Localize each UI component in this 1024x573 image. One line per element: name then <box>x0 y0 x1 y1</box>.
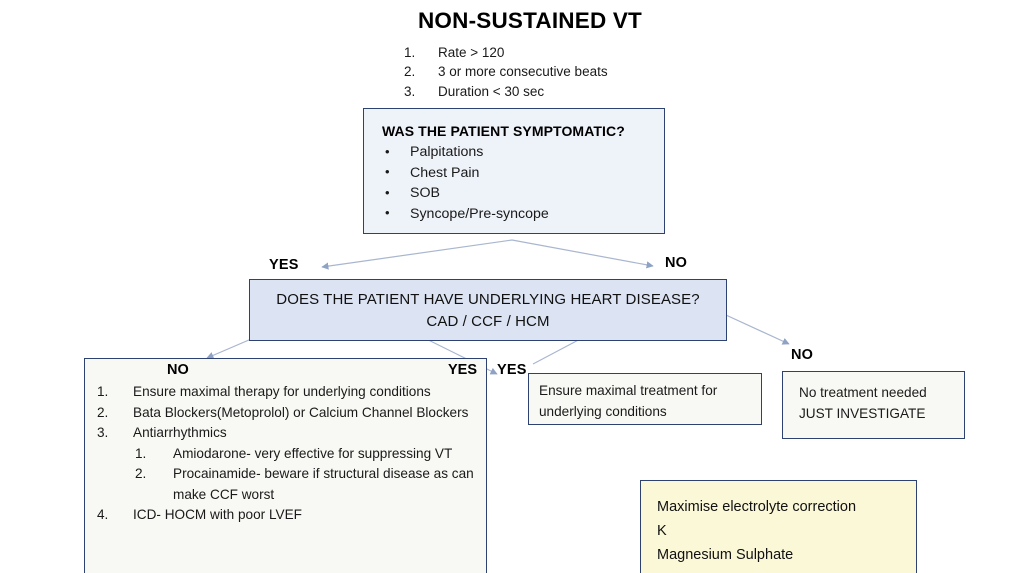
list-item: 4. ICD- HOCM with poor LVEF <box>93 505 478 526</box>
list-item: 1. Amiodarone- very effective for suppre… <box>133 444 478 465</box>
branch-label-yes-middle: YES <box>497 362 527 378</box>
electrolyte-line-3: Magnesium Sulphate <box>657 547 794 563</box>
list-item-number: 2. <box>135 466 147 481</box>
list-item: 2. 3 or more consecutive beats <box>404 62 730 82</box>
no-treatment-line-2: JUST INVESTIGATE <box>799 405 926 421</box>
list-item-text: Procainamide- beware if structural disea… <box>173 466 474 502</box>
bullet-icon: • <box>385 164 390 179</box>
list-item-text: Syncope/Pre-syncope <box>410 205 549 222</box>
list-item-text: Ensure maximal therapy for underlying co… <box>133 384 431 399</box>
arrow-symptomatic-to-yes <box>321 239 513 270</box>
list-item-text: Rate > 120 <box>438 44 505 60</box>
symptomatic-box-title: WAS THE PATIENT SYMPTOMATIC? <box>382 123 625 139</box>
list-item-number: 1. <box>135 445 147 461</box>
list-item: 1. Ensure maximal therapy for underlying… <box>93 382 478 403</box>
decision-box-line-2: CAD / CCF / HCM <box>426 313 550 330</box>
list-item-number: 1. <box>404 44 416 60</box>
list-item: • Palpitations <box>382 142 664 163</box>
list-item: • Syncope/Pre-syncope <box>382 204 664 225</box>
yes-treatment-box: Ensure maximal treatment for underlying … <box>528 373 762 425</box>
list-item-number: 3. <box>97 425 109 440</box>
heart-disease-decision-box: DOES THE PATIENT HAVE UNDERLYING HEART D… <box>249 279 727 341</box>
treatment-label-yes: YES <box>447 362 477 378</box>
list-item-text: Amiodarone- very effective for suppressi… <box>173 445 453 461</box>
list-item: 2. Bata Blockers(Metoprolol) or Calcium … <box>93 403 478 424</box>
yes-treatment-line-1: Ensure maximal treatment for <box>539 383 718 398</box>
list-item-text: Palpitations <box>410 144 484 160</box>
list-item-text: ICD- HOCM with poor LVEF <box>133 507 302 522</box>
antiarrhythmics-sublist: 1. Amiodarone- very effective for suppre… <box>133 444 478 506</box>
bullet-icon: • <box>385 184 390 200</box>
electrolyte-line-2: K <box>657 523 667 539</box>
title-block: NON-SUSTAINED VT 1. Rate > 120 2. 3 or m… <box>330 8 730 101</box>
list-item: 1. Rate > 120 <box>404 43 730 63</box>
branch-label-yes-top: YES <box>269 257 299 273</box>
treatment-options-box: NO YES 1. Ensure maximal therapy for und… <box>84 358 487 573</box>
branch-label-no-top: NO <box>665 255 688 271</box>
page-title: NON-SUSTAINED VT <box>417 8 643 33</box>
list-item-text: Duration < 30 sec <box>438 83 545 99</box>
list-item-number: 3. <box>404 83 416 99</box>
branch-label-no-right: NO <box>791 347 814 363</box>
electrolyte-line-1: Maximise electrolyte correction <box>657 499 857 515</box>
list-item-number: 1. <box>97 384 109 399</box>
list-item: • SOB <box>382 183 664 204</box>
list-item-text: Antiarrhythmics <box>133 425 227 440</box>
list-item-number: 4. <box>97 507 109 522</box>
yes-treatment-line-2: underlying conditions <box>539 403 667 419</box>
list-item-number: 2. <box>404 64 416 80</box>
treatment-list: 1. Ensure maximal therapy for underlying… <box>93 382 478 526</box>
decision-box-line-1: DOES THE PATIENT HAVE UNDERLYING HEART D… <box>276 291 700 308</box>
treatment-box-header: NO YES <box>93 362 478 382</box>
bullet-icon: • <box>385 205 390 220</box>
symptom-list: • Palpitations • Chest Pain • SOB • Sync… <box>382 142 664 224</box>
list-item: 2. Procainamide- beware if structural di… <box>133 464 478 505</box>
list-item-number: 2. <box>97 404 109 420</box>
symptomatic-question-box: WAS THE PATIENT SYMPTOMATIC? • Palpitati… <box>363 108 665 234</box>
list-item-text: Chest Pain <box>410 164 480 181</box>
list-item-text: SOB <box>410 185 440 201</box>
criteria-list: 1. Rate > 120 2. 3 or more consecutive b… <box>330 43 730 102</box>
list-item-text: 3 or more consecutive beats <box>438 64 608 80</box>
list-item: 3. Antiarrhythmics 1. Amiodarone- very e… <box>93 423 478 505</box>
no-treatment-line-1: No treatment needed <box>799 385 927 400</box>
arrow-symptomatic-to-no <box>511 239 654 269</box>
list-item-text: Bata Blockers(Metoprolol) or Calcium Cha… <box>133 404 469 420</box>
list-item: • Chest Pain <box>382 163 664 184</box>
electrolyte-correction-box: Maximise electrolyte correction K Magnes… <box>640 480 917 573</box>
no-treatment-box: No treatment needed JUST INVESTIGATE <box>782 371 965 439</box>
bullet-icon: • <box>385 143 390 159</box>
treatment-label-no: NO <box>167 362 189 378</box>
list-item: 3. Duration < 30 sec <box>404 82 730 102</box>
